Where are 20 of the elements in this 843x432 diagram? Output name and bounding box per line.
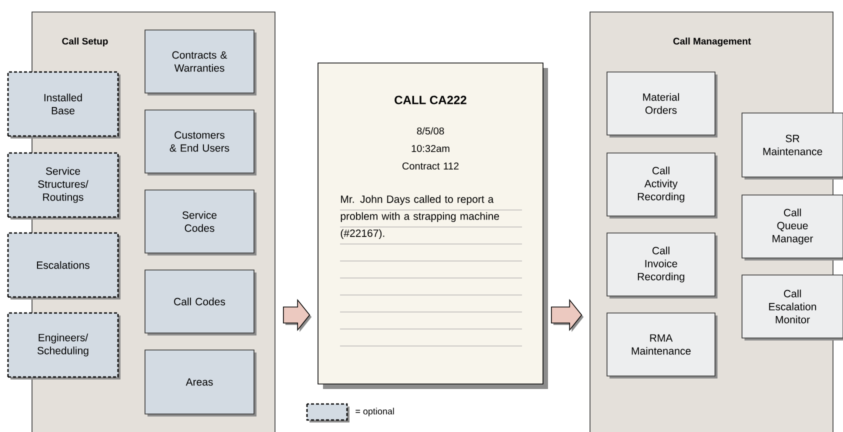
module-box: SR Maintenance [742,112,843,180]
setup-box: Call Codes [144,270,256,336]
setup-box: Service Codes [144,190,256,256]
legend-text: = optional [356,408,394,416]
module-box: Call Activity Recording [606,152,718,218]
optional-box: Installed Base [7,71,120,138]
optional-box: Escalations [7,232,120,300]
setup-box: Customers & End Users [144,110,256,176]
module-box: Call Queue Manager [742,194,843,260]
block-arrow [283,298,312,332]
setup-box: Areas [144,350,256,416]
setup-box: Contracts & Warranties [144,30,256,96]
call-sheet: CALL CA222 8/5/08 10:32am Contract 112 Mr. John Days called to report a problem with a strapping machine (#22167). [318,62,548,389]
module-box: RMA Maintenance [606,312,718,378]
optional-box: Service Structures/ Routings [7,152,120,220]
module-box: Material Orders [606,72,718,138]
optional-box: Engineers/ Scheduling [7,312,120,380]
block-arrow [551,298,584,332]
module-box: Call Escalation Monitor [742,274,843,340]
module-box: Call Invoice Recording [606,232,718,298]
